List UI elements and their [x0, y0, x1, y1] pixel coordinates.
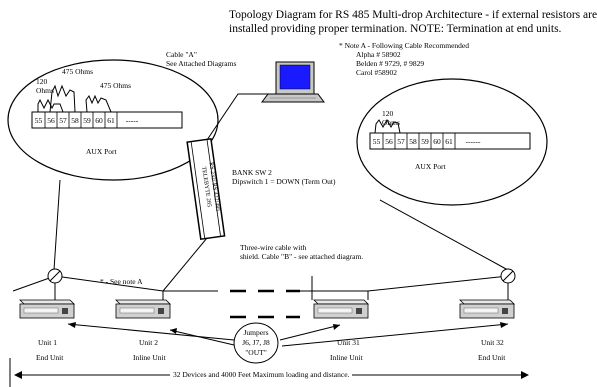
note-a-cable-1: Alpha # 58902	[356, 50, 401, 59]
right-resistor-value-120: 120	[382, 109, 394, 118]
cable-b-note: shield. Cable "B" - see attached diagram…	[240, 252, 364, 261]
title-line-1: Topology Diagram for RS 485 Multi-drop A…	[229, 9, 597, 21]
jumpers-bubble	[233, 322, 279, 364]
right-terminal-59: 59	[421, 137, 429, 146]
left-terminal-61: 61	[107, 116, 115, 125]
jumpers-state: "OUT"	[245, 348, 267, 357]
unit-31-device	[313, 299, 369, 319]
jumpers-list: J6, J7, J8	[242, 338, 270, 347]
jumpers-label: Jumpers	[243, 328, 269, 337]
right-terminal-56: 56	[385, 137, 393, 146]
right-terminal-55: 55	[372, 137, 381, 146]
left-terminal-59: 59	[83, 116, 91, 125]
left-terminal-56: 56	[47, 116, 55, 125]
converter-box	[186, 137, 226, 241]
cable-a-subtitle: See Attached Diagrams	[166, 59, 237, 68]
left-terminal-57: 57	[59, 116, 67, 125]
right-terminal-strip	[369, 132, 531, 150]
note-a-cable-3: Carol #58902	[356, 68, 398, 77]
unit-1-role: End Unit	[36, 353, 64, 362]
left-port-magnifier	[7, 59, 219, 181]
left-resistor-unit: Ohms	[36, 86, 54, 95]
unit-31-name: Unit 31	[337, 338, 360, 347]
jumper-arrows	[67, 323, 509, 347]
right-terminal-61: 61	[445, 137, 453, 146]
see-note-a-label: * - See note A	[100, 277, 143, 286]
cable-a	[206, 93, 270, 141]
topology-diagram: Topology Diagram for RS 485 Multi-drop A…	[7, 9, 597, 387]
left-resistors	[37, 84, 112, 113]
unit-2-name: Unit 2	[139, 338, 158, 347]
title-line-2: installed providing proper termination. …	[229, 23, 562, 35]
dashed-bus	[230, 289, 300, 319]
diagram-graphics	[7, 59, 548, 387]
bank-switch-label: BANK SW 2	[232, 168, 272, 177]
unit-31-role: Inline Unit	[330, 353, 363, 362]
unit-32-role: End Unit	[478, 353, 506, 362]
left-terminal-more: -----	[125, 116, 139, 125]
unit-32-name: Unit 32	[481, 338, 504, 347]
unit-2-role: Inline Unit	[133, 353, 166, 362]
right-resistor	[374, 118, 401, 134]
note-a-cable-2: Belden # 9729, # 9829	[356, 59, 425, 68]
right-terminal-60: 60	[433, 137, 441, 146]
right-aux-port-label: AUX Port	[415, 162, 446, 171]
unit-2-device	[115, 299, 171, 319]
three-wire-cable-label: Three-wire cable with	[240, 243, 307, 252]
computer-icon	[261, 61, 325, 103]
right-port-magnifier	[356, 78, 548, 206]
left-terminal-58: 58	[71, 116, 79, 125]
right-terminal-58: 58	[409, 137, 417, 146]
note-a-header: * Note A - Following Cable Recommended	[339, 41, 469, 50]
left-terminal-strip	[31, 111, 183, 129]
left-aux-port-label: AUX Port	[86, 147, 117, 156]
left-resistor-value-120: 120	[36, 77, 48, 86]
cable-a-label: Cable "A"	[166, 50, 197, 59]
right-terminal-57: 57	[397, 137, 405, 146]
unit-1-device	[19, 299, 75, 319]
left-resistor-475-b: 475 Ohms	[100, 81, 132, 90]
right-resistor-unit: Ohms	[382, 118, 400, 127]
dipswitch-setting: Dipswitch 1 = DOWN (Term Out)	[232, 177, 336, 186]
network-bus	[12, 179, 509, 300]
jumper-arrowheads	[68, 322, 508, 334]
right-terminal-more: ------	[465, 137, 481, 146]
unit-32-device	[459, 299, 515, 319]
distance-label: 32 Devices and 4000 Feet Maximum loading…	[170, 370, 353, 380]
unit-1-name: Unit 1	[38, 338, 57, 347]
left-terminal-60: 60	[95, 116, 103, 125]
left-terminal-55: 55	[34, 116, 43, 125]
left-resistor-475-a: 475 Ohms	[62, 67, 94, 76]
